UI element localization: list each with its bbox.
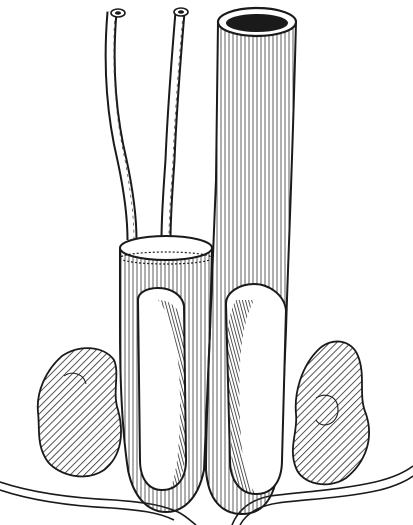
large-drain-tube <box>206 8 296 514</box>
right-tissue-mass <box>293 341 369 484</box>
thin-tube-right <box>166 8 188 240</box>
thin-tube-left <box>110 9 134 240</box>
short-drain-tube <box>120 236 212 512</box>
left-tissue-mass <box>38 348 121 476</box>
